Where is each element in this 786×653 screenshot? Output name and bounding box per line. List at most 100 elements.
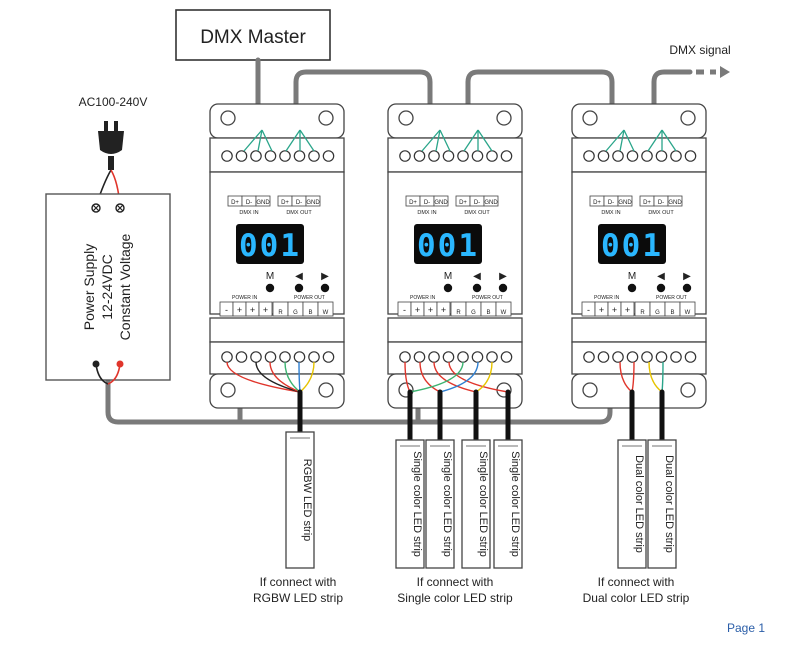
- screw-terminal: [583, 351, 595, 363]
- screw-terminal: [428, 150, 440, 162]
- dmx-terminal-label: D+: [593, 200, 601, 206]
- screw-terminal: [457, 150, 469, 162]
- power-out-terminal: R: [456, 310, 461, 316]
- left-button[interactable]: [656, 283, 666, 293]
- dmx-terminal-label: GND: [256, 200, 270, 206]
- screw-terminal: [500, 150, 513, 162]
- power-out-terminal: G: [655, 310, 660, 316]
- dmx-terminal-label: D+: [643, 200, 651, 206]
- dmx-out-label: DMX OUT: [464, 210, 490, 216]
- mount-hole: [318, 110, 334, 126]
- menu-button[interactable]: [443, 283, 453, 293]
- screw-terminal: [442, 351, 455, 363]
- power-supply-box: [45, 193, 171, 381]
- dmx-terminal-label: D+: [409, 200, 417, 206]
- power-in-terminal: -: [403, 305, 406, 315]
- power-in-terminal: +: [237, 305, 242, 315]
- menu-button[interactable]: [627, 283, 637, 293]
- button-label: M: [628, 271, 636, 282]
- strip-single-1: Single color LED strip: [395, 439, 425, 569]
- dmx-master-label: DMX Master: [200, 27, 306, 48]
- screw-terminal: [235, 351, 248, 363]
- screw-terminal: [457, 351, 469, 363]
- dmx-terminal-label: D-: [296, 200, 302, 206]
- screw-terminal: [413, 351, 426, 363]
- screw-terminal: [293, 351, 306, 363]
- power-in-terminal: +: [263, 305, 268, 315]
- right-button[interactable]: [320, 283, 330, 293]
- strip-dual-2: Dual color LED strip: [647, 439, 677, 569]
- power-in-terminal: +: [428, 305, 433, 315]
- strip-dual-1: Dual color LED strip: [617, 439, 647, 569]
- strip-label: RGBW LED strip: [301, 459, 313, 542]
- screw-terminal: [308, 150, 320, 162]
- screw-terminal: [684, 351, 697, 363]
- strip-label: Dual color LED strip: [663, 455, 675, 553]
- decoder-bottom-plate: [209, 373, 345, 409]
- screw-terminal: [221, 150, 233, 162]
- screw-terminal: [399, 150, 411, 162]
- strip-label: Dual color LED strip: [633, 455, 645, 553]
- screw-terminal: [626, 150, 639, 162]
- button-label: ◀: [657, 271, 665, 282]
- display-value: 001: [417, 228, 479, 264]
- mount-hole: [496, 110, 512, 126]
- power-supply-line3: Constant Voltage: [117, 233, 133, 340]
- button-label: ▶: [499, 271, 507, 282]
- button-label: M: [266, 271, 274, 282]
- dmx-out-label: DMX OUT: [648, 210, 674, 216]
- screw-terminal: [641, 351, 653, 363]
- power-out-terminal: B: [308, 310, 312, 316]
- power-out-terminal: G: [471, 310, 476, 316]
- screw-terminal: [641, 150, 653, 162]
- power-in-terminal: -: [225, 305, 228, 315]
- power-out-label: POWER OUT: [294, 295, 325, 301]
- screw-terminal: [221, 351, 233, 363]
- right-button[interactable]: [498, 283, 508, 293]
- power-out-terminal: G: [293, 310, 298, 316]
- strip-single-2: Single color LED strip: [425, 439, 455, 569]
- menu-button[interactable]: [265, 283, 275, 293]
- decoder-bottom-plate: [571, 373, 707, 409]
- mount-hole: [220, 110, 236, 126]
- button-label: ◀: [295, 271, 303, 282]
- strip-body: [647, 439, 677, 569]
- screw-terminal: [250, 150, 262, 162]
- screw-terminal: [612, 150, 624, 162]
- strip-label: Single color LED strip: [411, 451, 423, 557]
- screw-terminal: [279, 351, 291, 363]
- dmx-terminal-label: D+: [459, 200, 467, 206]
- dmx-signal-label: DMX signal: [669, 43, 730, 57]
- screw-terminal: [322, 150, 335, 162]
- screw-terminal: [486, 150, 498, 162]
- mount-hole: [398, 110, 414, 126]
- strip-single-4: Single color LED strip: [493, 439, 523, 569]
- screw-terminal: [264, 351, 277, 363]
- power-in-terminal: +: [625, 305, 630, 315]
- mount-hole: [680, 110, 696, 126]
- dmx-terminal-label: D-: [474, 200, 480, 206]
- screw-terminal: [684, 150, 697, 162]
- screw-terminal: [500, 351, 513, 363]
- screw-terminal: [583, 150, 595, 162]
- right-button[interactable]: [682, 283, 692, 293]
- power-in-terminal: +: [599, 305, 604, 315]
- screw-terminal: [250, 351, 262, 363]
- dmx-terminal-label: D-: [246, 200, 252, 206]
- left-button[interactable]: [472, 283, 482, 293]
- screw-terminal: [428, 351, 440, 363]
- dmx-signal-arrow: [696, 66, 730, 78]
- page-label: Page 1: [727, 621, 765, 635]
- screw-terminal: [264, 150, 277, 162]
- screw-terminal: [308, 351, 320, 363]
- strip-label: Single color LED strip: [477, 451, 489, 557]
- power-supply-line1: Power Supply: [81, 244, 97, 330]
- power-in-terminal: -: [587, 305, 590, 315]
- left-button[interactable]: [294, 283, 304, 293]
- dmx-master-box: [175, 9, 331, 61]
- power-out-terminal: W: [323, 310, 329, 316]
